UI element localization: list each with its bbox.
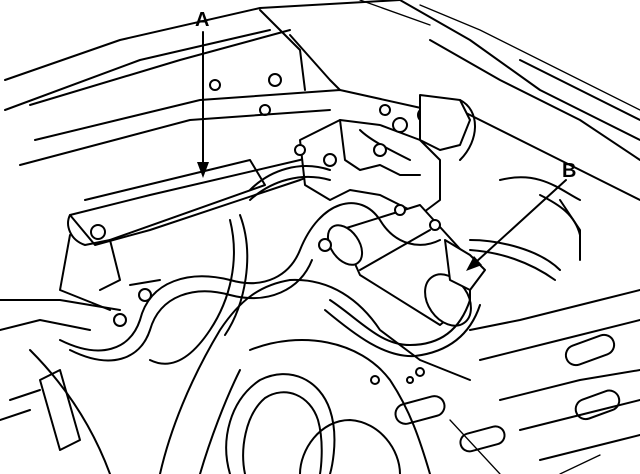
wire-harness [225,373,401,474]
callout-b-label: B [562,160,576,182]
callout-b-arrowhead [466,256,482,271]
callout-b: B [466,160,576,271]
callout-a: A [195,9,209,178]
wire-harness-upper [59,165,561,365]
seat-rail-a [59,149,341,327]
callout-a-label: A [195,9,209,31]
callout-a-arrowhead [197,162,209,178]
